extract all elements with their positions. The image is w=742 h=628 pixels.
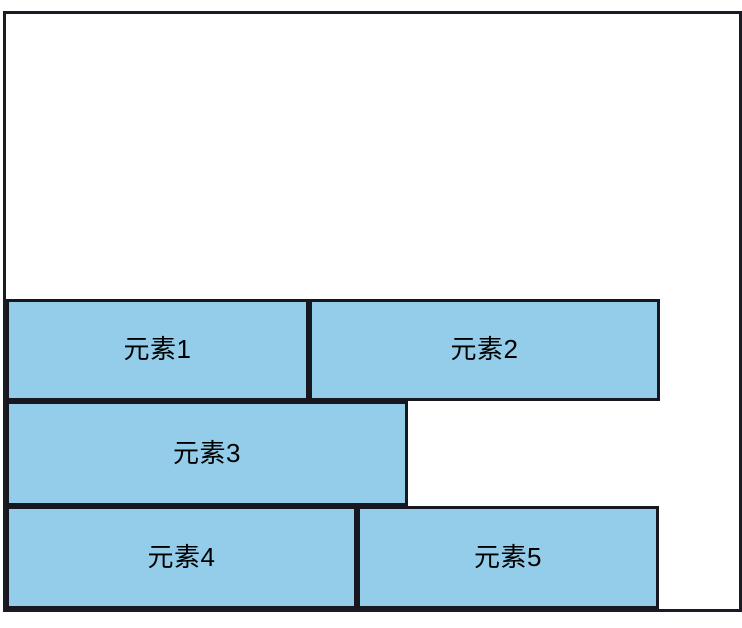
flex-item-4-label: 元素4 bbox=[147, 541, 216, 572]
flex-item-5[interactable]: 元素5 bbox=[357, 506, 659, 609]
flex-container: 元素1 元素2 元素3 元素4 元素5 bbox=[3, 11, 742, 612]
flex-item-5-label: 元素5 bbox=[474, 541, 542, 572]
flex-item-1-label: 元素1 bbox=[123, 334, 192, 364]
flex-item-4[interactable]: 元素4 bbox=[6, 506, 357, 609]
flex-item-3[interactable]: 元素3 bbox=[6, 401, 408, 506]
flex-item-2-label: 元素2 bbox=[450, 334, 519, 364]
flex-item-3-label: 元素3 bbox=[173, 437, 241, 468]
flex-item-1[interactable]: 元素1 bbox=[6, 299, 309, 401]
flex-item-2[interactable]: 元素2 bbox=[309, 299, 660, 401]
